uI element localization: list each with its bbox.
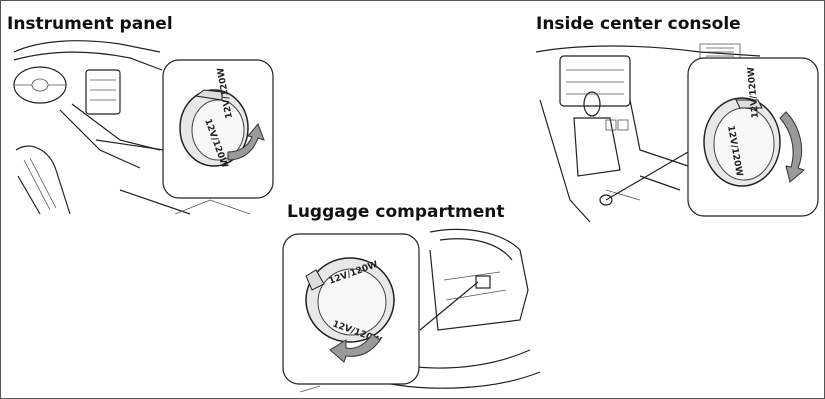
- center-console-scene: 12V/120W 12V/120W: [536, 44, 818, 222]
- instrument-panel-scene: 12V/120W 12V/120W: [14, 41, 273, 214]
- luggage-compartment-scene: 12V/120W 12V/120W: [283, 229, 540, 392]
